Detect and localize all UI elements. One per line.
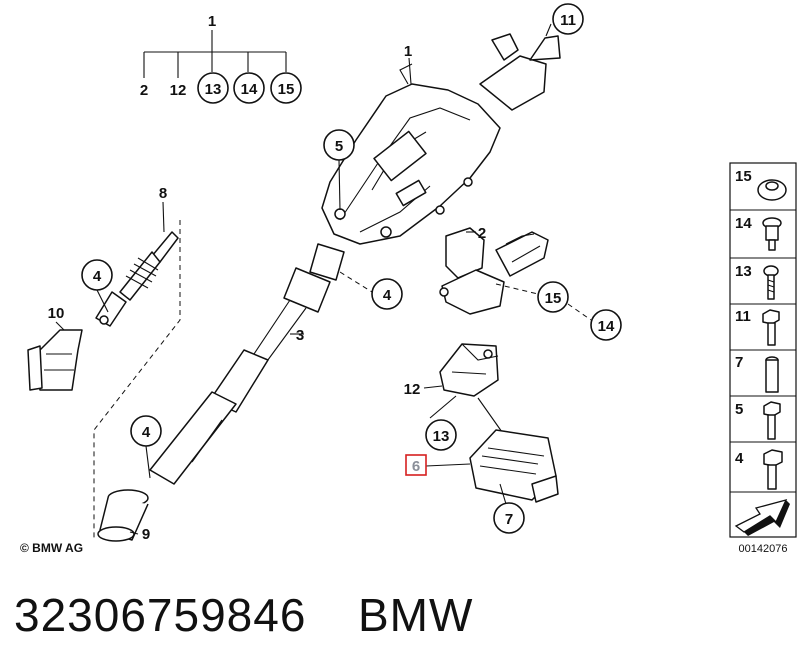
highlight-box-6	[405, 454, 427, 476]
callout-11: 11	[560, 12, 576, 29]
tree-label-14: 14	[241, 81, 258, 98]
callout-12: 12	[404, 381, 421, 398]
leader-7	[499, 483, 507, 505]
tree-root-label: 1	[208, 13, 216, 30]
callout-circle-4-upper	[371, 278, 403, 310]
steering-column-housing	[321, 33, 561, 245]
part-footer: 32306759846 BMW	[0, 586, 799, 670]
callout-circle-7	[493, 502, 525, 534]
legend-torx-bolt-icon	[763, 449, 783, 490]
callout-circle-15	[537, 281, 569, 313]
callout-4-left: 4	[93, 268, 102, 285]
leader-5	[338, 159, 341, 211]
fastener-legend: 15 14 13 11 7 5	[729, 162, 797, 555]
steering-column-control-unit	[469, 429, 559, 503]
bellows-seal	[27, 329, 83, 391]
callout-circle-11	[552, 3, 584, 35]
tree-label-15: 15	[278, 81, 295, 98]
callout-circle-4-left	[81, 259, 113, 291]
copyright-text: © BMW AG	[20, 541, 83, 555]
tree-label-12: 12	[170, 82, 187, 99]
callout-15: 15	[545, 290, 562, 307]
leader-14	[567, 303, 592, 321]
leader-9	[129, 531, 139, 535]
callout-9: 9	[142, 526, 150, 543]
adjustment-motor	[439, 227, 549, 315]
legend-item-4: 11	[735, 308, 751, 325]
leader-6	[425, 463, 471, 467]
callout-7: 7	[505, 511, 513, 528]
callout-5: 5	[335, 138, 343, 155]
callout-8: 8	[159, 185, 167, 202]
tree-label-2: 2	[140, 82, 148, 99]
legend-item-3: 13	[735, 263, 752, 280]
brand-name: BMW	[358, 589, 474, 641]
callout-circle-14	[590, 309, 622, 341]
tree-circle-13	[197, 72, 229, 104]
intermediate-shaft	[149, 243, 345, 485]
tree-circle-14	[233, 72, 265, 104]
callout-4-lower: 4	[142, 424, 151, 441]
legend-flange-bolt-icon	[763, 401, 781, 440]
leader-4-upper	[339, 271, 373, 293]
leader-15	[495, 283, 539, 295]
bracket-to-unit-lines	[429, 395, 503, 433]
legend-stud-icon	[762, 217, 782, 251]
column-boot	[97, 489, 149, 542]
tree-circle-15	[270, 72, 302, 104]
callout-6: 6	[412, 458, 420, 475]
legend-drawing-code: 00142076	[739, 543, 788, 555]
leader-10	[55, 321, 65, 331]
legend-item-7: 4	[735, 450, 744, 467]
legend-grommet-icon	[757, 179, 787, 201]
assembly-tree: 1 2 12 13 14 15	[140, 13, 302, 104]
leader-1	[408, 57, 412, 85]
callout-4-upper: 4	[383, 287, 392, 304]
callout-circle-4-lower	[130, 415, 162, 447]
leader-11	[545, 23, 552, 37]
mounting-bracket	[439, 343, 499, 397]
callout-circle-5	[323, 129, 355, 161]
legend-item-6: 5	[735, 401, 743, 418]
legend-hex-bolt-icon	[762, 309, 780, 346]
legend-item-2: 14	[735, 215, 752, 232]
callout-1: 1	[404, 43, 412, 60]
callout-14: 14	[598, 318, 615, 335]
part-number: 32306759846	[14, 589, 307, 641]
callout-10: 10	[48, 305, 65, 322]
leader-4-lower	[145, 445, 151, 479]
callout-2: 2	[478, 225, 486, 242]
tree-label-13: 13	[205, 81, 222, 98]
lower-shaft-assembly	[95, 231, 179, 327]
leader-4-left	[96, 289, 109, 313]
left-dashed-frame	[93, 220, 181, 540]
legend-item-5: 7	[735, 354, 743, 371]
legend-spacer-icon	[765, 356, 779, 393]
legend-arrow-icon	[734, 499, 790, 536]
leader-8	[162, 201, 165, 233]
callout-3: 3	[296, 327, 304, 344]
leader-12	[423, 385, 443, 389]
legend-item-1: 15	[735, 168, 752, 185]
legend-screw-icon	[763, 265, 779, 300]
callout-circle-13	[425, 419, 457, 451]
callout-13: 13	[433, 428, 450, 445]
steering-column-parts-diagram: 1 2 12 13 14 15 1 11 5 3	[20, 3, 797, 555]
